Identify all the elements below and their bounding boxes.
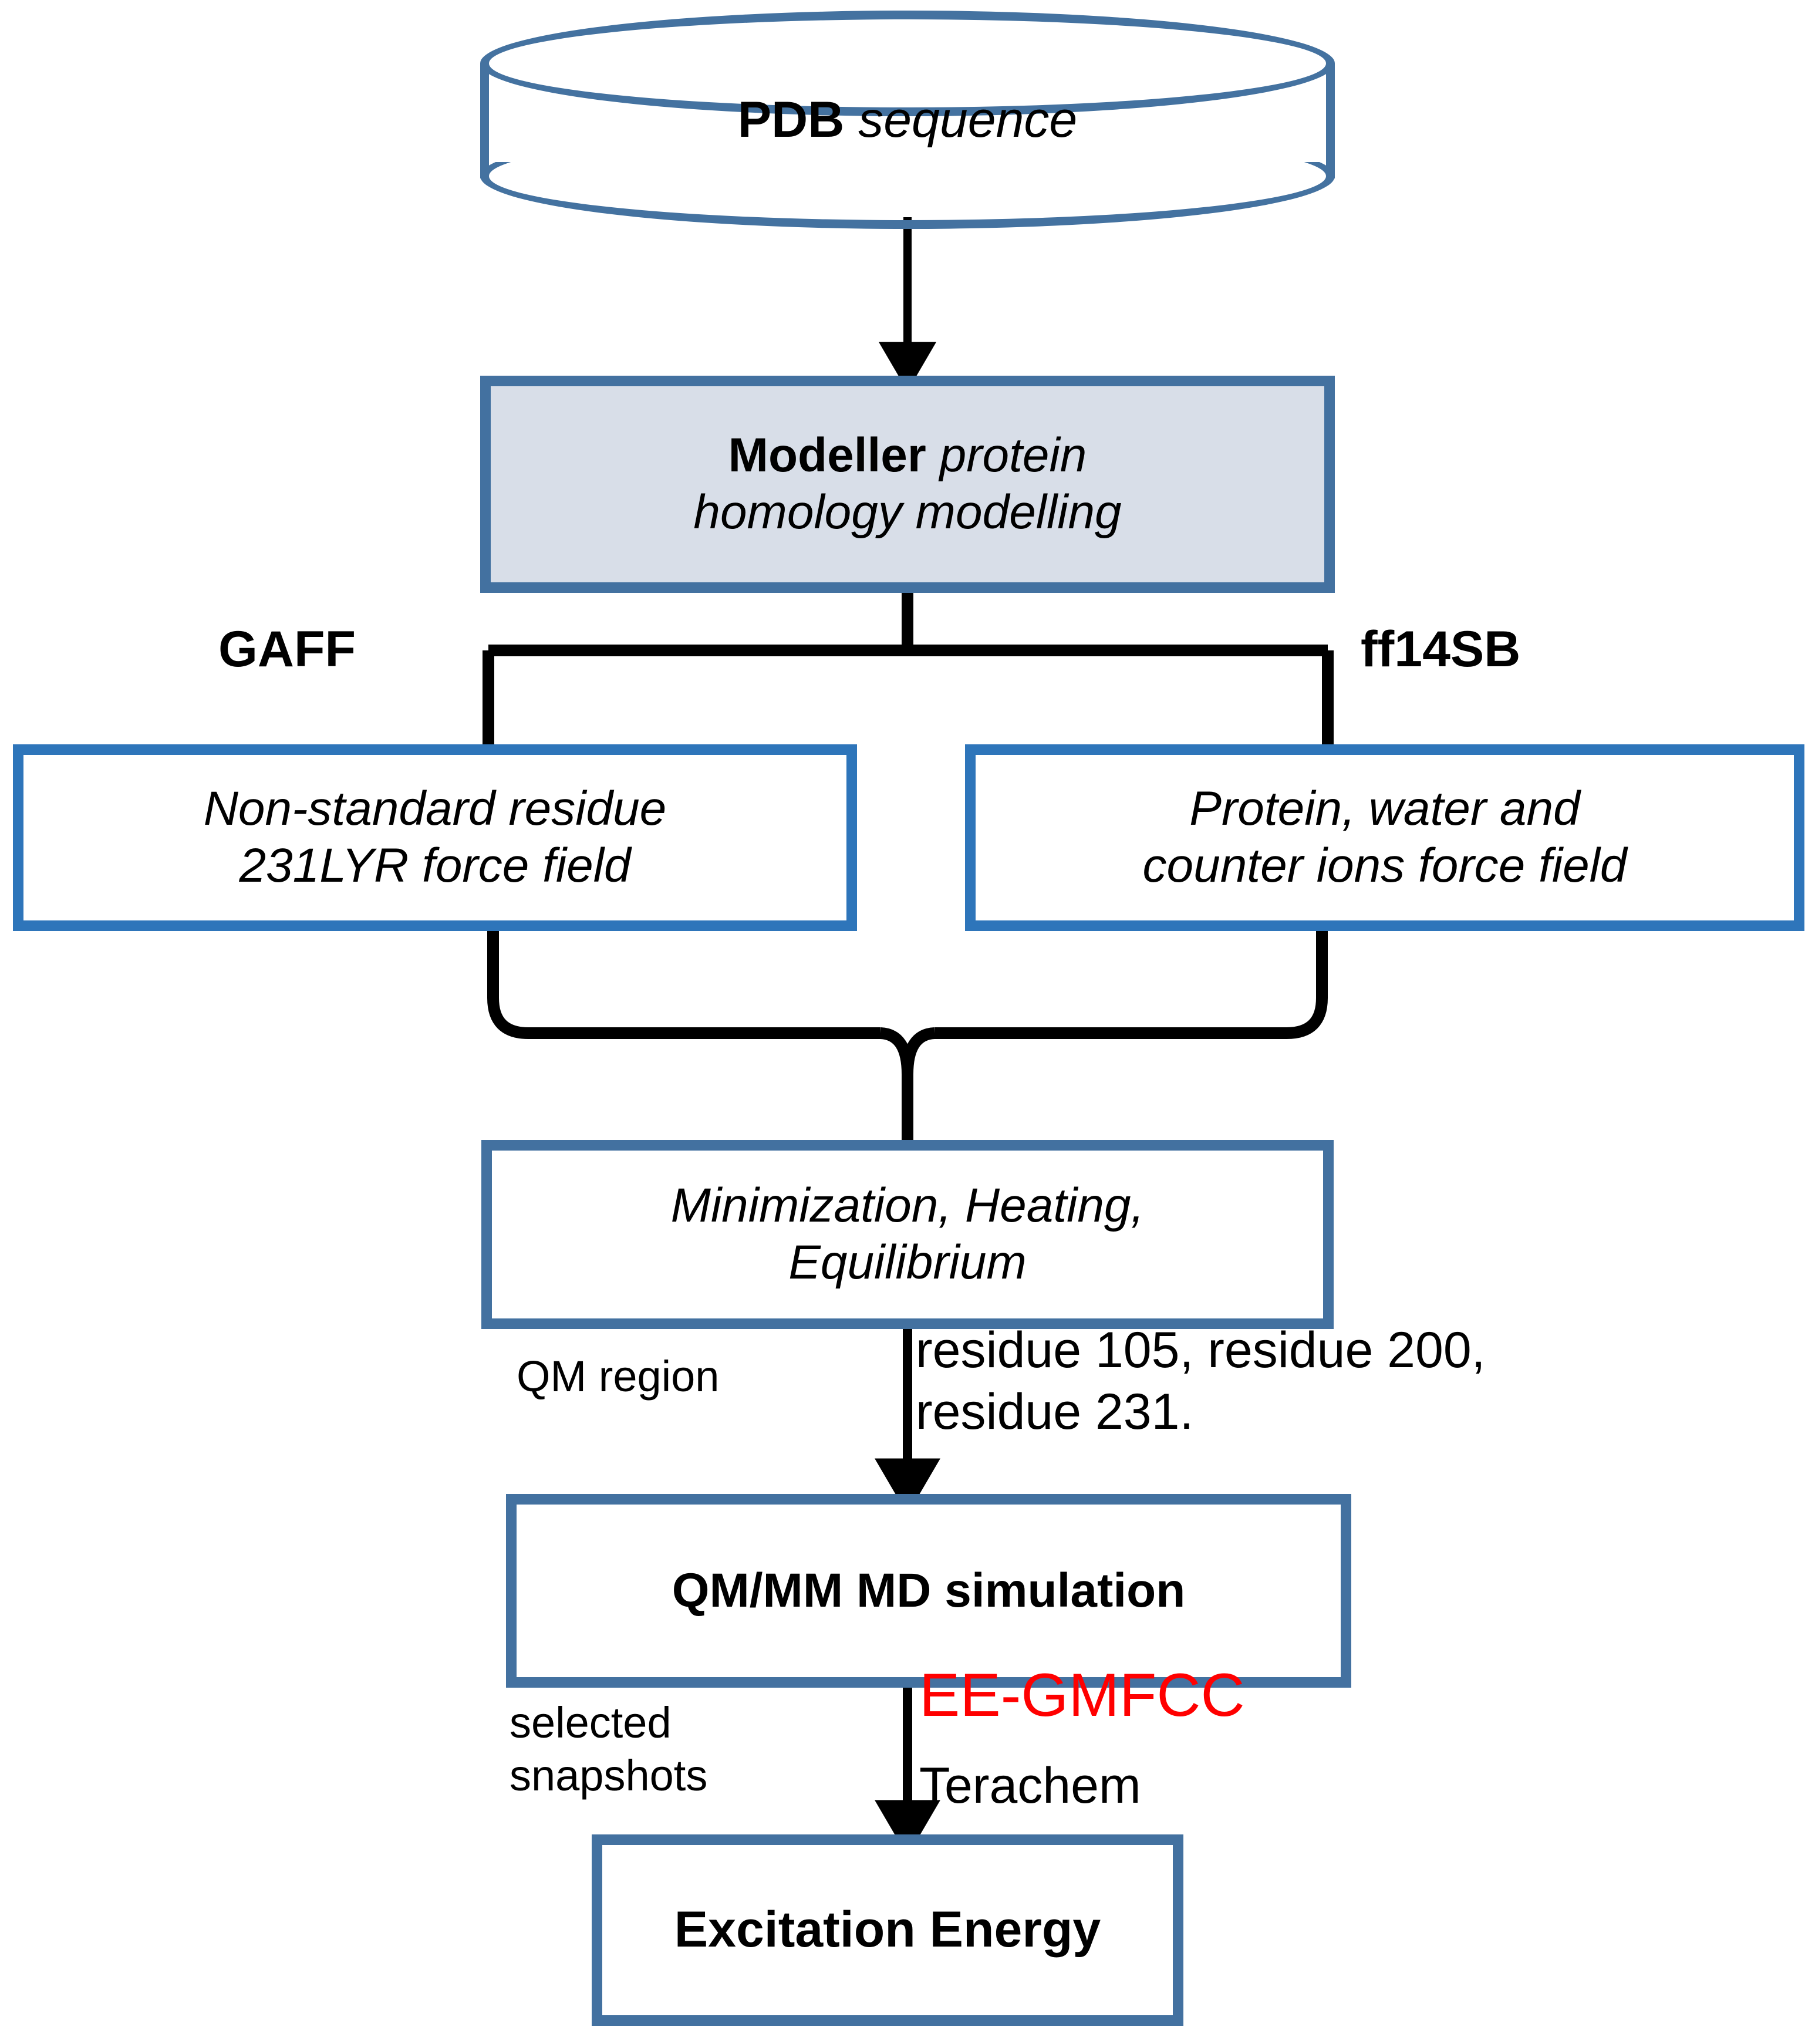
minheq-text: Minimization, Heating, Equilibrium	[492, 1178, 1323, 1291]
connector-modeller-split	[483, 593, 1334, 744]
cylinder-bottom-mask	[490, 116, 1325, 162]
node-nonstandard-residue-force-field[interactable]: Non-standard residue 231LYR force field	[13, 744, 857, 931]
protein-water-text: Protein, water and counter ions force fi…	[976, 781, 1794, 895]
connector-merge-stem	[879, 1027, 913, 1140]
database-label: PDB sequence	[480, 11, 1335, 229]
edge-label-terachem: Terachem	[919, 1758, 1141, 1814]
nonstandard-line-2: 231LYR force field	[239, 839, 631, 892]
node-qmmm-md-simulation[interactable]: QM/MM MD simulation	[506, 1494, 1351, 1688]
edge-label-ee-gmfcc: EE-GMFCC	[919, 1661, 1245, 1729]
connector-merge-right	[935, 931, 1328, 1039]
edge-label-selected-snapshots: selected snapshots	[510, 1698, 708, 1800]
edge-label-ff14sb: ff14SB	[1361, 621, 1521, 677]
edge-label-qm-region: QM region	[517, 1352, 720, 1401]
protein-water-line-2: counter ions force field	[1142, 839, 1627, 892]
modeller-text: Modeller protein homology modelling	[491, 427, 1324, 541]
node-excitation-energy[interactable]: Excitation Energy	[592, 1834, 1183, 2026]
database-cylinder-pdb-sequence: PDB sequence	[480, 11, 1335, 229]
node-protein-water-counterions-force-field[interactable]: Protein, water and counter ions force fi…	[965, 744, 1804, 931]
node-minimization-heating-equilibrium[interactable]: Minimization, Heating, Equilibrium	[481, 1140, 1334, 1329]
minheq-line-2: Equilibrium	[788, 1236, 1027, 1289]
nonstandard-line-1: Non-standard residue	[203, 782, 667, 836]
excitation-energy-label: Excitation Energy	[674, 1901, 1101, 1958]
db-label-italic: sequence	[858, 91, 1078, 148]
connector-merge-left	[487, 931, 880, 1039]
node-modeller-homology-modelling[interactable]: Modeller protein homology modelling	[480, 376, 1335, 593]
edge-label-gaff: GAFF	[218, 621, 356, 677]
protein-water-line-1: Protein, water and	[1189, 782, 1580, 836]
modeller-label-italic-2: homology modelling	[693, 485, 1122, 539]
nonstandard-text: Non-standard residue 231LYR force field	[23, 781, 846, 895]
modeller-label-bold: Modeller	[728, 429, 926, 483]
db-label-bold: PDB	[737, 91, 845, 148]
edge-label-residues: residue 105, residue 200, residue 231.	[916, 1322, 1486, 1440]
connector-merge-stem-right	[902, 1027, 936, 1075]
modeller-label-italic-1: protein	[939, 429, 1087, 483]
minheq-line-1: Minimization, Heating,	[670, 1179, 1145, 1233]
qmmm-label: QM/MM MD simulation	[672, 1563, 1186, 1617]
